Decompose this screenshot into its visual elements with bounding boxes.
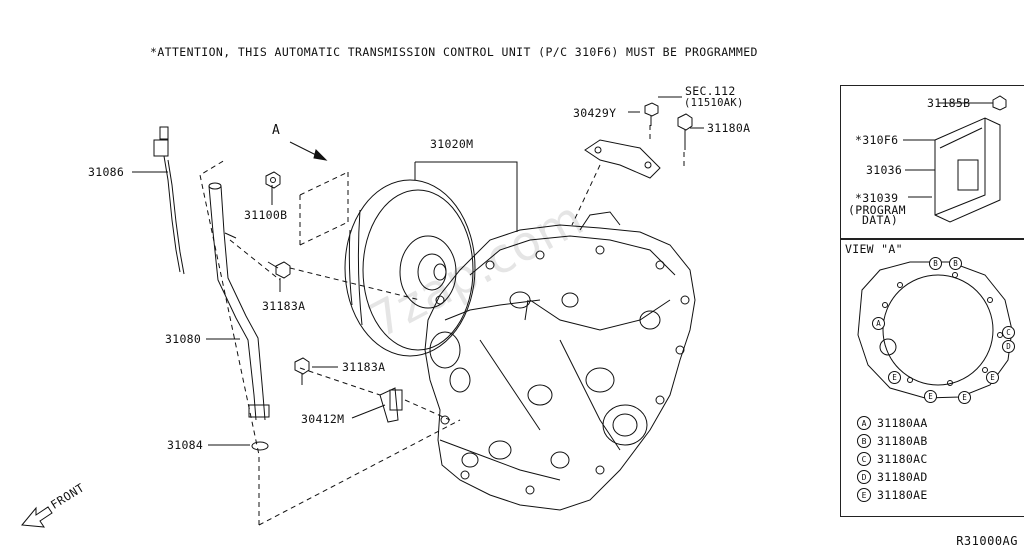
part-label-31080[interactable]: 31080	[165, 332, 202, 346]
part-label-sec112-sub: (11510AK)	[684, 97, 744, 109]
ref-marker-d: D	[1002, 340, 1015, 353]
legend-key-c: C	[857, 452, 871, 466]
ref-marker-b: B	[949, 257, 962, 270]
legend-row-d: D 31180AD	[857, 470, 928, 484]
part-label-31084[interactable]: 31084	[167, 438, 204, 452]
ref-marker-e: E	[986, 371, 999, 384]
bracket-30412m	[379, 387, 403, 423]
legend-part-a[interactable]: 31180AA	[877, 416, 928, 430]
program-data-line2: DATA)	[862, 213, 899, 227]
ref-marker-e: E	[924, 390, 937, 403]
legend-key-b: B	[857, 434, 871, 448]
legend-part-d[interactable]: 31180AD	[877, 470, 928, 484]
legend-row-e: E 31180AE	[857, 488, 928, 502]
legend-row-c: C 31180AC	[857, 452, 928, 466]
bolt-sec112	[644, 102, 659, 126]
view-a-title: VIEW "A"	[845, 242, 903, 256]
ref-marker-b: B	[929, 257, 942, 270]
diagram-code: R31000AG	[956, 534, 1018, 548]
bolt-31100b	[265, 171, 281, 189]
part-label-30429y[interactable]: 30429Y	[573, 106, 617, 120]
dashed-leader-lines	[199, 125, 685, 526]
tcu-module-310f6	[934, 95, 1007, 223]
program-data-line1: (PROGRAM	[848, 203, 906, 217]
part-label-310f6[interactable]: *310F6	[855, 133, 899, 147]
view-a-inset-frame	[840, 238, 1024, 517]
view-a-arrow-label: A	[272, 123, 281, 138]
front-arrow-icon	[21, 506, 53, 528]
legend-key-d: D	[857, 470, 871, 484]
part-label-31180a[interactable]: 31180A	[707, 121, 751, 135]
legend-part-c[interactable]: 31180AC	[877, 452, 928, 466]
part-label-31100b[interactable]: 31100B	[244, 208, 288, 222]
bolt-31180a	[677, 113, 693, 150]
bracket-30429y	[584, 139, 661, 179]
part-label-31020m[interactable]: 31020M	[430, 137, 474, 151]
part-label-30412m[interactable]: 30412M	[301, 412, 345, 426]
view-a-arrow	[289, 141, 328, 161]
part-label-31183a-upper[interactable]: 31183A	[262, 299, 306, 313]
part-label-31185b[interactable]: 31185B	[927, 96, 971, 110]
ref-marker-a: A	[872, 317, 885, 330]
part-label-31183a-lower[interactable]: 31183A	[342, 360, 386, 374]
o-ring-31084	[251, 441, 269, 451]
legend-key-e: E	[857, 488, 871, 502]
bell-housing-view-a	[857, 261, 1013, 399]
part-label-31036[interactable]: 31036	[866, 163, 903, 177]
dipstick-31086	[153, 126, 185, 275]
tcu-inset-frame	[840, 85, 1024, 240]
bolt-31183a-upper	[267, 261, 291, 279]
part-label-31039[interactable]: *31039	[855, 191, 899, 205]
ref-marker-e: E	[958, 391, 971, 404]
ref-marker-c: C	[1002, 326, 1015, 339]
leader-lines	[132, 96, 993, 446]
attention-note: *ATTENTION, THIS AUTOMATIC TRANSMISSION …	[150, 45, 758, 59]
transmission-case	[424, 211, 696, 511]
legend-row-b: B 31180AB	[857, 434, 928, 448]
legend-key-a: A	[857, 416, 871, 430]
legend-row-a: A 31180AA	[857, 416, 928, 430]
charging-pipe-31080	[208, 182, 270, 421]
ref-marker-e: E	[888, 371, 901, 384]
torque-converter-31020m	[344, 179, 476, 357]
bolt-31183a-lower	[294, 357, 310, 385]
part-label-31086[interactable]: 31086	[88, 165, 125, 179]
part-label-sec112[interactable]: SEC.112	[685, 84, 736, 98]
legend-part-b[interactable]: 31180AB	[877, 434, 928, 448]
legend-part-e[interactable]: 31180AE	[877, 488, 928, 502]
